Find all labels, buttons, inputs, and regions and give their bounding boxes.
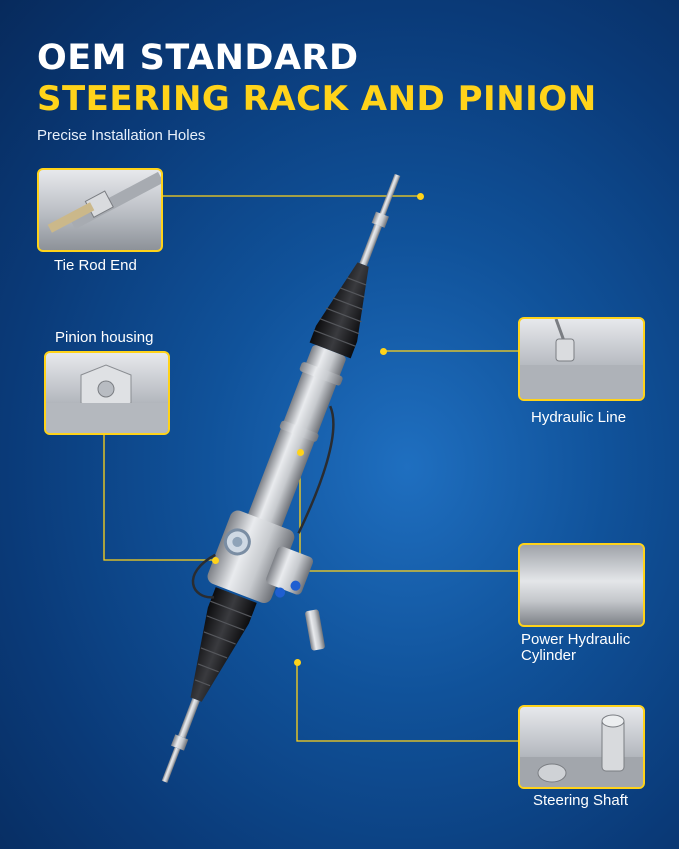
hydraulic-line-photo bbox=[520, 319, 643, 399]
dot-hydraulic bbox=[380, 348, 387, 355]
power-cylinder-panel bbox=[518, 543, 645, 627]
hydraulic-line-panel bbox=[518, 317, 645, 401]
dot-tie-rod bbox=[417, 193, 424, 200]
line-shaft bbox=[296, 662, 519, 742]
pinion-housing-label: Pinion housing bbox=[55, 329, 154, 346]
dot-shaft bbox=[294, 659, 301, 666]
pinion-housing-photo bbox=[46, 364, 168, 433]
dot-cylinder bbox=[297, 449, 304, 456]
tie-rod-end-photo bbox=[47, 171, 161, 233]
title-oem-standard: OEM STANDARD bbox=[37, 38, 359, 78]
tie-rod-end-panel bbox=[37, 168, 163, 252]
tie-rod-end-label: Tie Rod End bbox=[54, 257, 137, 274]
pinion-housing-panel bbox=[44, 351, 170, 435]
dot-pinion bbox=[212, 557, 219, 564]
steering-shaft-panel bbox=[518, 705, 645, 789]
title-steering-rack: STEERING RACK AND PINION bbox=[37, 79, 597, 119]
steering-shaft-photo bbox=[520, 714, 643, 787]
hydraulic-line-label: Hydraulic Line bbox=[531, 409, 627, 426]
line-pinion bbox=[103, 433, 215, 561]
subtitle: Precise Installation Holes bbox=[37, 127, 206, 144]
power-cylinder-label-line1: Power Hydraulic bbox=[521, 631, 631, 648]
power-cylinder-label-line2: Cylinder bbox=[521, 647, 577, 664]
steering-shaft-label: Steering Shaft bbox=[533, 792, 629, 809]
